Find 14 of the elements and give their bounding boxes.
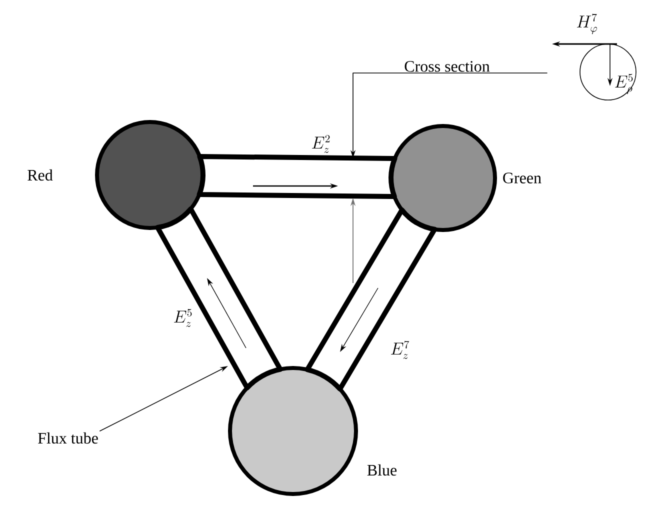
flux-tube — [155, 206, 283, 390]
edge-label: $E_z^5$ — [174, 308, 192, 327]
section-circle — [580, 44, 636, 100]
circle-label: Green — [503, 172, 542, 184]
flux-tube — [196, 154, 398, 199]
circle-label: Red — [28, 169, 53, 181]
circle-label: Blue — [367, 464, 397, 476]
field-label: $H_\varphi^7$ — [576, 14, 597, 34]
edge-label: $E_z^7$ — [391, 340, 410, 359]
callout-text: Flux tube — [38, 432, 98, 444]
flux-tube — [304, 207, 438, 392]
field-label: $E_\rho^5$ — [615, 74, 633, 94]
callout-text: Cross section — [404, 61, 490, 72]
edge-label: $E_z^2$ — [312, 134, 330, 153]
